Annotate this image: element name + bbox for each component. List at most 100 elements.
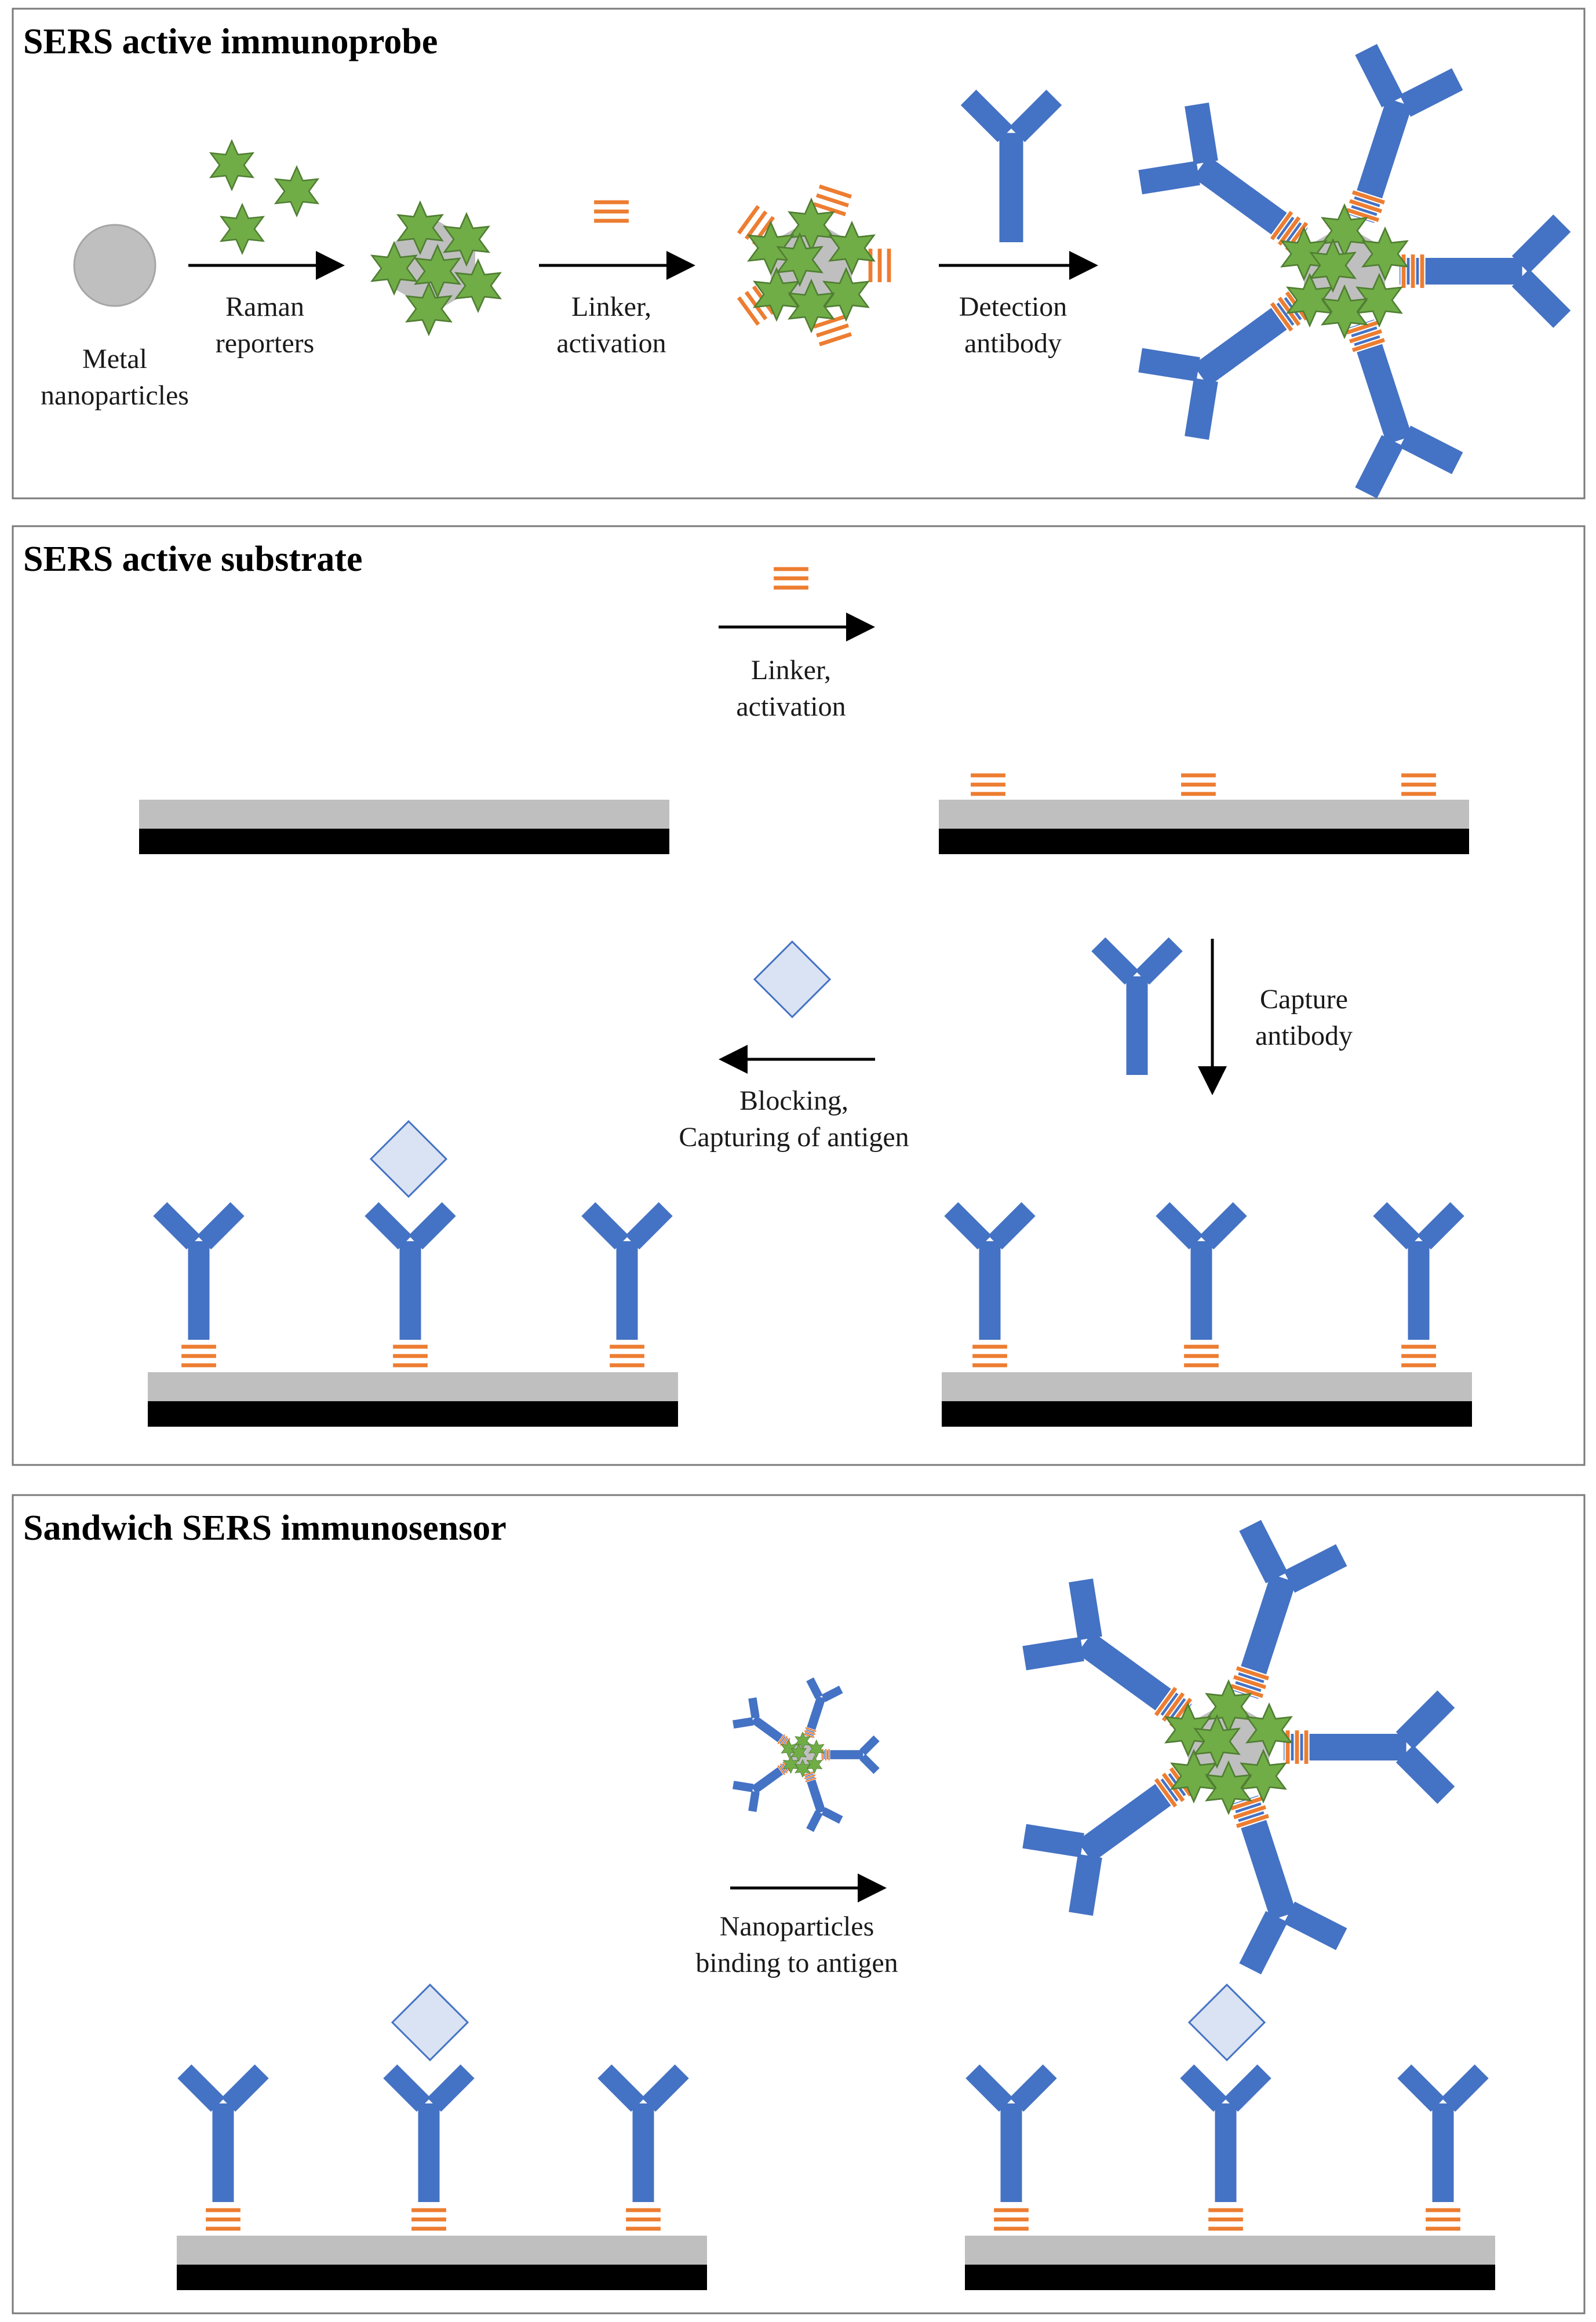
panel-substrate-title: SERS active substrate (23, 540, 363, 579)
linker-bar (1424, 2216, 1462, 2223)
linker-bar (1350, 188, 1387, 206)
linker-icon (811, 313, 854, 348)
linker-bar (391, 1343, 429, 1350)
antibody-stem (1349, 98, 1412, 223)
antibody-arm-right (1355, 435, 1404, 499)
linker-bar (777, 1733, 786, 1745)
linker-bar (803, 1774, 817, 1780)
capture-antibody (1180, 2064, 1271, 2202)
linker-bar (735, 294, 762, 328)
raman-reporter-star (1321, 284, 1368, 340)
antibody-stem (804, 1771, 826, 1814)
linker-icon (803, 1770, 817, 1783)
linker-bar (624, 2216, 662, 2223)
antibody-arm-right (859, 1754, 880, 1774)
linker-bar (971, 1353, 1009, 1359)
detection-antibody-label-line1: Detection (959, 291, 1067, 322)
linker-bar (1182, 1343, 1220, 1350)
antibody-arm-left (1069, 1854, 1102, 1916)
antibody-arm-right (988, 1202, 1036, 1250)
linker-bar (204, 2216, 242, 2223)
antibody-arm-left (1022, 1636, 1084, 1671)
linker-icon (992, 2207, 1030, 2232)
linker-bar (1152, 1685, 1179, 1718)
raman-reporter-star (776, 232, 823, 287)
linker-bar (1400, 772, 1438, 779)
linker-bar (391, 1353, 429, 1359)
antibody-arm-left (733, 1717, 754, 1729)
linker-bar (1207, 2225, 1245, 2232)
antibody-arm-left (177, 2064, 225, 2112)
antibody-arm-left (1239, 1519, 1288, 1584)
linker-bar (814, 191, 851, 209)
linker-bar (1347, 197, 1384, 215)
linker-bar (1293, 1729, 1300, 1766)
raman-reporter-star (219, 202, 265, 256)
raman-reporter-star (370, 240, 418, 296)
raman-reporter-star (790, 1743, 807, 1762)
antibody-stem (1284, 1733, 1406, 1761)
captured-antigen (1187, 1983, 1266, 2062)
detection-antibody (804, 1771, 843, 1832)
sandwich-substrate-left (177, 2236, 707, 2290)
detection-antibody (1284, 1690, 1455, 1804)
panel-sandwich: Sandwich SERS immunosensor Nanoparticles… (12, 1494, 1586, 2314)
antibody-stem (212, 2103, 234, 2202)
linker-icon (1182, 1343, 1220, 1369)
antibody-arm-right (427, 2064, 475, 2112)
linker-bar (608, 1353, 646, 1359)
antibody-stem (1408, 1241, 1430, 1340)
antibody-arm-right (821, 1685, 843, 1703)
nanoparticles-binding-label-line2: binding to antigen (695, 1948, 898, 1978)
linker-icon (624, 2207, 662, 2232)
antibody-arm-left (1185, 378, 1218, 440)
linker-bar (592, 217, 631, 224)
antibody-arm-left (859, 1735, 880, 1756)
linker-icon (391, 1343, 429, 1369)
linker-bar (1303, 1729, 1310, 1766)
linker-bar (180, 1343, 218, 1350)
linker-bar (1268, 300, 1295, 334)
linker-bar (1179, 781, 1218, 788)
capture-antibody (965, 2064, 1057, 2202)
antigen-icon (753, 940, 832, 1019)
antibody-stem (821, 1750, 863, 1759)
sandwich-substrate-right (965, 2236, 1495, 2290)
antibody-arm-left (581, 1202, 629, 1250)
antibody-stem (1000, 2103, 1022, 2202)
detection-antibody (733, 1697, 790, 1748)
antibody-arm-left (1091, 937, 1139, 985)
linker-icon (969, 772, 1007, 797)
antibody-arm-right (1400, 68, 1463, 117)
antibody-arm-left (1284, 1901, 1347, 1951)
linker-bar (410, 2225, 448, 2232)
antibody-arm-left (153, 1202, 201, 1250)
raman-reporter-star (209, 138, 255, 192)
linker-bar (608, 1343, 646, 1350)
capture-antibody-label-line2: antibody (1255, 1020, 1353, 1051)
linker-bar (1152, 1776, 1179, 1810)
antibody-arm-right (642, 2064, 689, 2112)
linker-bar (971, 1362, 1009, 1369)
antibody-stem (188, 1241, 210, 1340)
substrate-top-layer (148, 1372, 678, 1401)
linker-bar (742, 209, 770, 242)
linker-bar (772, 566, 810, 573)
raman-reporter-star (454, 258, 502, 314)
detection-antibody (1400, 214, 1571, 328)
capture-antibody-icon (1091, 937, 1183, 1075)
capture-antibody (177, 2064, 269, 2202)
antibody-arm-left (748, 1791, 760, 1812)
linker-bar (1231, 1673, 1268, 1691)
substrate-base-layer (177, 2265, 707, 2290)
linker-bar (1207, 2207, 1245, 2214)
antibody-arm-right (1200, 1202, 1247, 1250)
substrate-top-layer (939, 800, 1469, 829)
antibody-arm-left (1373, 1202, 1420, 1250)
antibody-arm-right (1284, 1544, 1347, 1593)
antibody-arm-left (1180, 2064, 1227, 2112)
linker-icon (1152, 1685, 1194, 1729)
substrate-base-layer (148, 1401, 678, 1427)
raman-reporter-star (443, 212, 490, 267)
